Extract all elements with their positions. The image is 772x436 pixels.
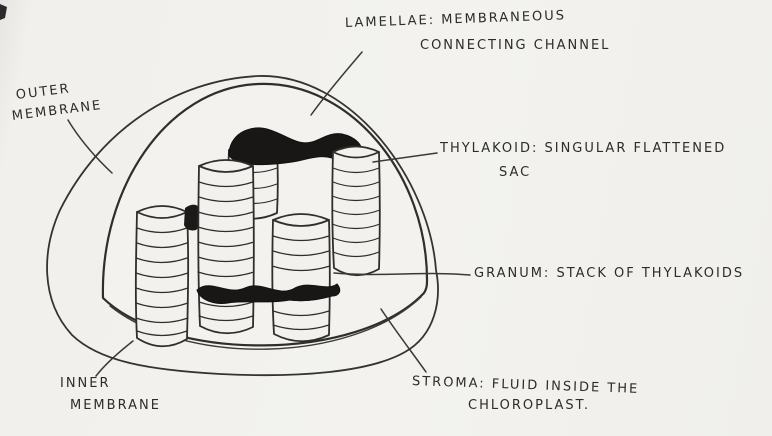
lamellae-label-line2: CONNECTING CHANNEL bbox=[420, 38, 611, 53]
granum-label: GRANUM: STACK OF THYLAKOIDS bbox=[474, 266, 745, 281]
inner-membrane-label-line2: MEMBRANE bbox=[70, 398, 161, 413]
thylakoid-leader-line bbox=[372, 152, 438, 163]
stroma-leader-line bbox=[380, 308, 427, 373]
thylakoid-label-line2: SAC bbox=[499, 165, 532, 180]
granum-leader-line bbox=[333, 272, 471, 276]
inner-membrane-label-line1: INNER bbox=[60, 376, 111, 391]
inner-membrane-leader-line bbox=[95, 340, 134, 377]
lamellae-dark-band-middle bbox=[196, 283, 341, 304]
granum-stack-right bbox=[331, 145, 381, 277]
stroma-label-line2: CHLOROPLAST. bbox=[468, 398, 591, 413]
lamellae-leader-line bbox=[310, 51, 363, 116]
scan-artifact bbox=[0, 4, 7, 20]
granum-stack-front bbox=[271, 213, 331, 343]
thylakoid-label-line1: THYLAKOID: SINGULAR FLATTENED bbox=[440, 141, 727, 156]
granum-stack-mid-back bbox=[197, 159, 255, 335]
outer-membrane-outline bbox=[46, 75, 439, 377]
granum-stack-left bbox=[134, 205, 190, 348]
outer-membrane-leader-line bbox=[67, 119, 113, 174]
